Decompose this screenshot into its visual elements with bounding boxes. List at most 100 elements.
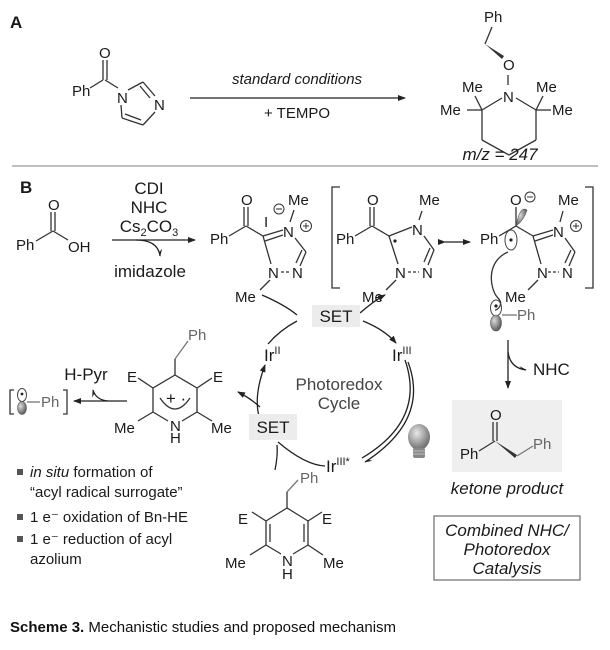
atom-e: E xyxy=(213,369,223,386)
coupling-curve xyxy=(490,251,509,311)
atom-me: Me xyxy=(558,192,579,209)
atom-ph: Ph xyxy=(480,231,498,248)
cycle-title-line2: Cycle xyxy=(318,394,361,413)
summary-line-2: Photoredox xyxy=(464,540,551,559)
atom-me: Me xyxy=(323,555,344,572)
atom-me: Me xyxy=(114,420,135,437)
atom-o: O xyxy=(48,197,60,214)
atom-me: Me xyxy=(211,420,232,437)
atom-me: Me xyxy=(552,102,573,119)
atom-ph: Ph xyxy=(517,307,535,324)
set-to-radical-cation-arc xyxy=(237,391,261,408)
atom-ph: Ph xyxy=(484,9,502,26)
imidazole-label: imidazole xyxy=(114,262,186,281)
azolium-radical-structure-2: Ph O N Me N N Me xyxy=(480,191,582,306)
caption-label: Scheme 3. xyxy=(10,619,85,636)
light-bulb-icon xyxy=(408,424,430,458)
atom-n: N xyxy=(503,89,514,106)
radical-cation-charge: + · xyxy=(166,389,186,408)
atom-oh: OH xyxy=(68,239,91,256)
benzoylimidazole-structure: Ph O N N xyxy=(72,45,165,126)
hpyr-label: H-Pyr xyxy=(64,365,108,384)
atom-me: Me xyxy=(419,192,440,209)
key-points-list: in situ formation of “acyl radical surro… xyxy=(17,464,188,568)
atom-o: O xyxy=(241,192,253,209)
set-label-top: SET xyxy=(319,307,352,326)
atom-n: N xyxy=(395,265,406,282)
bullet-1-line2: “acyl radical surrogate” xyxy=(30,484,183,501)
panel-b: B Ph O OH CDI NHC Cs2CO3 imidazole Ph O xyxy=(9,178,594,583)
bullet-3-line2: azolium xyxy=(30,551,82,568)
left-bracket xyxy=(331,186,340,289)
hantzsch-ester-structure: Ph E E N H Me Me xyxy=(225,470,344,583)
benzoic-acid-structure: Ph O OH xyxy=(16,197,91,256)
atom-e: E xyxy=(322,511,332,528)
tempo-adduct-structure: Ph O N Me Me Me Me m/z = 247 xyxy=(440,9,573,164)
atom-ph: Ph xyxy=(16,237,34,254)
set-box-top xyxy=(312,305,360,327)
atom-n: N xyxy=(562,265,573,282)
atom-me: Me xyxy=(462,79,483,96)
set-to-iriiistar-arc xyxy=(277,441,326,467)
condition-label: standard conditions xyxy=(232,71,363,88)
atom-ph: Ph xyxy=(41,394,59,411)
azolium-radical-structure-1: Ph O N Me N N Me xyxy=(336,192,440,306)
atom-o: O xyxy=(503,57,515,74)
atom-me: Me xyxy=(225,555,246,572)
ketone-highlight-box xyxy=(452,400,562,472)
set-box-left xyxy=(249,414,297,440)
hantzsch-to-set-arc xyxy=(274,444,278,471)
atom-h: H xyxy=(282,566,293,583)
set-label-left: SET xyxy=(256,418,289,437)
set-to-iriii-arc xyxy=(362,320,397,344)
atom-o: O xyxy=(99,45,111,62)
figure-caption: Scheme 3. Mechanistic studies and propos… xyxy=(10,619,396,636)
nhc-release-arrow xyxy=(507,351,527,371)
atom-n1: N xyxy=(117,90,128,107)
activation-step: CDI NHC Cs2CO3 imidazole xyxy=(112,179,196,281)
bullet-1-line1: in situ formation of xyxy=(30,464,153,481)
tempo-label: + TEMPO xyxy=(264,105,330,122)
excitation-arrow-1 xyxy=(364,361,415,463)
atom-n: N xyxy=(412,222,423,239)
iodide-label: I xyxy=(264,214,268,231)
atom-me: Me xyxy=(288,192,309,209)
summary-box: Combined NHC/ Photoredox Catalysis xyxy=(433,515,581,581)
atom-n: N xyxy=(268,265,279,282)
atom-ph: Ph xyxy=(210,231,228,248)
benzyl-radical-bracketed: Ph xyxy=(9,388,68,415)
atom-o: O xyxy=(490,407,502,424)
atom-n: N xyxy=(292,265,303,282)
acyl-azolium-structure: Ph O I N Me N N Me xyxy=(210,192,312,306)
bullet-icon xyxy=(17,469,23,475)
azolium-to-set-arc xyxy=(261,294,298,316)
ir-iii-label: IrIII xyxy=(392,345,412,365)
ir-iii-star-label: IrIII* xyxy=(326,456,351,476)
atom-ph: Ph xyxy=(300,470,318,487)
panel-b-label: B xyxy=(20,178,32,197)
right-bracket xyxy=(585,186,594,289)
atom-me: Me xyxy=(440,102,461,119)
set-to-radical-arc xyxy=(359,294,386,314)
atom-ph: Ph xyxy=(72,83,90,100)
atom-n: N xyxy=(422,265,433,282)
atom-ph: Ph xyxy=(533,436,551,453)
mass-label: m/z = 247 xyxy=(462,145,538,164)
atom-me: Me xyxy=(536,79,557,96)
atom-me: Me xyxy=(235,289,256,306)
ketone-product: Ph O Ph ketone product xyxy=(451,400,565,498)
atom-ph: Ph xyxy=(188,327,206,344)
radical-cation-structure: Ph + · E E N H Me Me xyxy=(114,327,232,447)
ketone-product-label: ketone product xyxy=(451,479,565,498)
atom-e: E xyxy=(238,511,248,528)
atom-o: O xyxy=(367,192,379,209)
panel-a-label: A xyxy=(10,13,22,32)
cycle-title-line1: Photoredox xyxy=(296,375,383,394)
excitation-arrow-2 xyxy=(361,359,411,459)
reagent-nhc: NHC xyxy=(131,198,168,217)
nhc-label: NHC xyxy=(533,360,570,379)
caption-text: Mechanistic studies and proposed mechani… xyxy=(84,619,397,636)
atom-h: H xyxy=(170,430,181,447)
byproduct-arrow xyxy=(135,239,163,257)
